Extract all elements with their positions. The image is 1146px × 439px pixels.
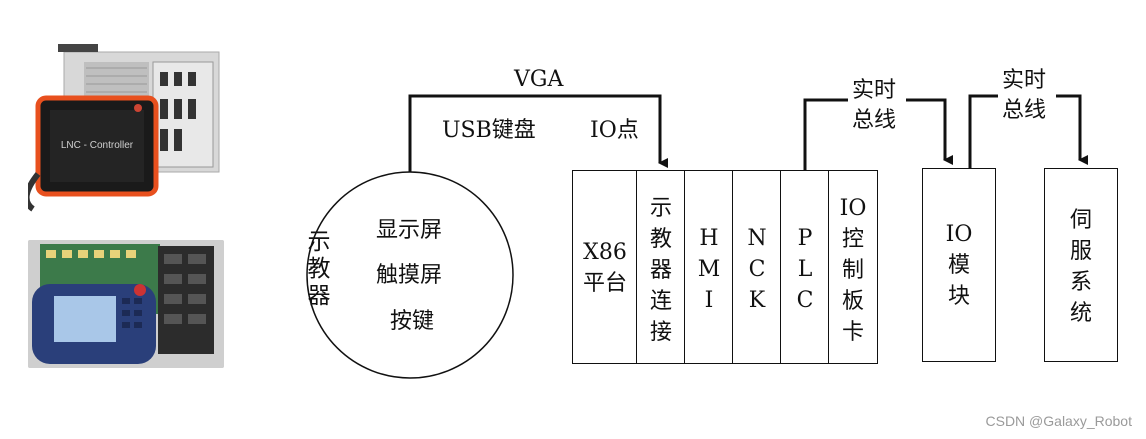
controller-photo: LNC - Controller [28,44,224,214]
pendant-feature-display: 显示屏 [376,218,443,243]
servo-system-label: 伺 服 系 统 [1069,208,1092,326]
bus-label-gap-1 [848,78,906,132]
module-plc-label: P L C [796,226,814,313]
controller-brand-text: LNC - Controller [61,140,134,151]
vga-label: VGA [514,67,564,92]
pendant-link-line [408,94,668,172]
module-pendant-connection: 示 教 器 连 接 [636,170,686,364]
servo-system: 伺 服 系 统 [1044,168,1118,362]
pendant-feature-touchscreen: 触摸屏 [376,263,443,288]
module-io-control-card: IO 控 制 板 卡 [828,170,878,364]
module-hmi-label: H M I [697,226,721,313]
controller-illustration: LNC - Controller [28,44,220,212]
module-x86-platform-label: X86 平台 [582,240,627,296]
teach-pendant-illustration [28,240,224,368]
io-module: IO 模 块 [922,168,996,362]
module-plc: P L C [780,170,830,364]
io-module-label: IO 模 块 [945,222,973,309]
module-io-control-card-label: IO 控 制 板 卡 [839,196,867,345]
watermark: CSDN @Galaxy_Robot [985,413,1133,429]
usb-keyboard-label: USB键盘 [442,118,536,143]
realtime-bus-label-1: 实时 总线 [852,78,897,133]
module-x86-platform: X86 平台 [572,170,638,364]
pendant-label: 示教器 [303,229,329,310]
module-nck: N C K [732,170,782,364]
pendant-feature-keys: 按键 [390,309,435,334]
teach-pendant-photo [28,240,224,368]
module-hmi: H M I [684,170,734,364]
module-pendant-connection-label: 示 教 器 连 接 [649,196,672,345]
bus-label-gap-2 [998,68,1056,128]
module-nck-label: N C K [747,226,767,313]
realtime-bus-label-2: 实时 总线 [1002,68,1047,123]
io-points-label: IO点 [590,118,639,143]
